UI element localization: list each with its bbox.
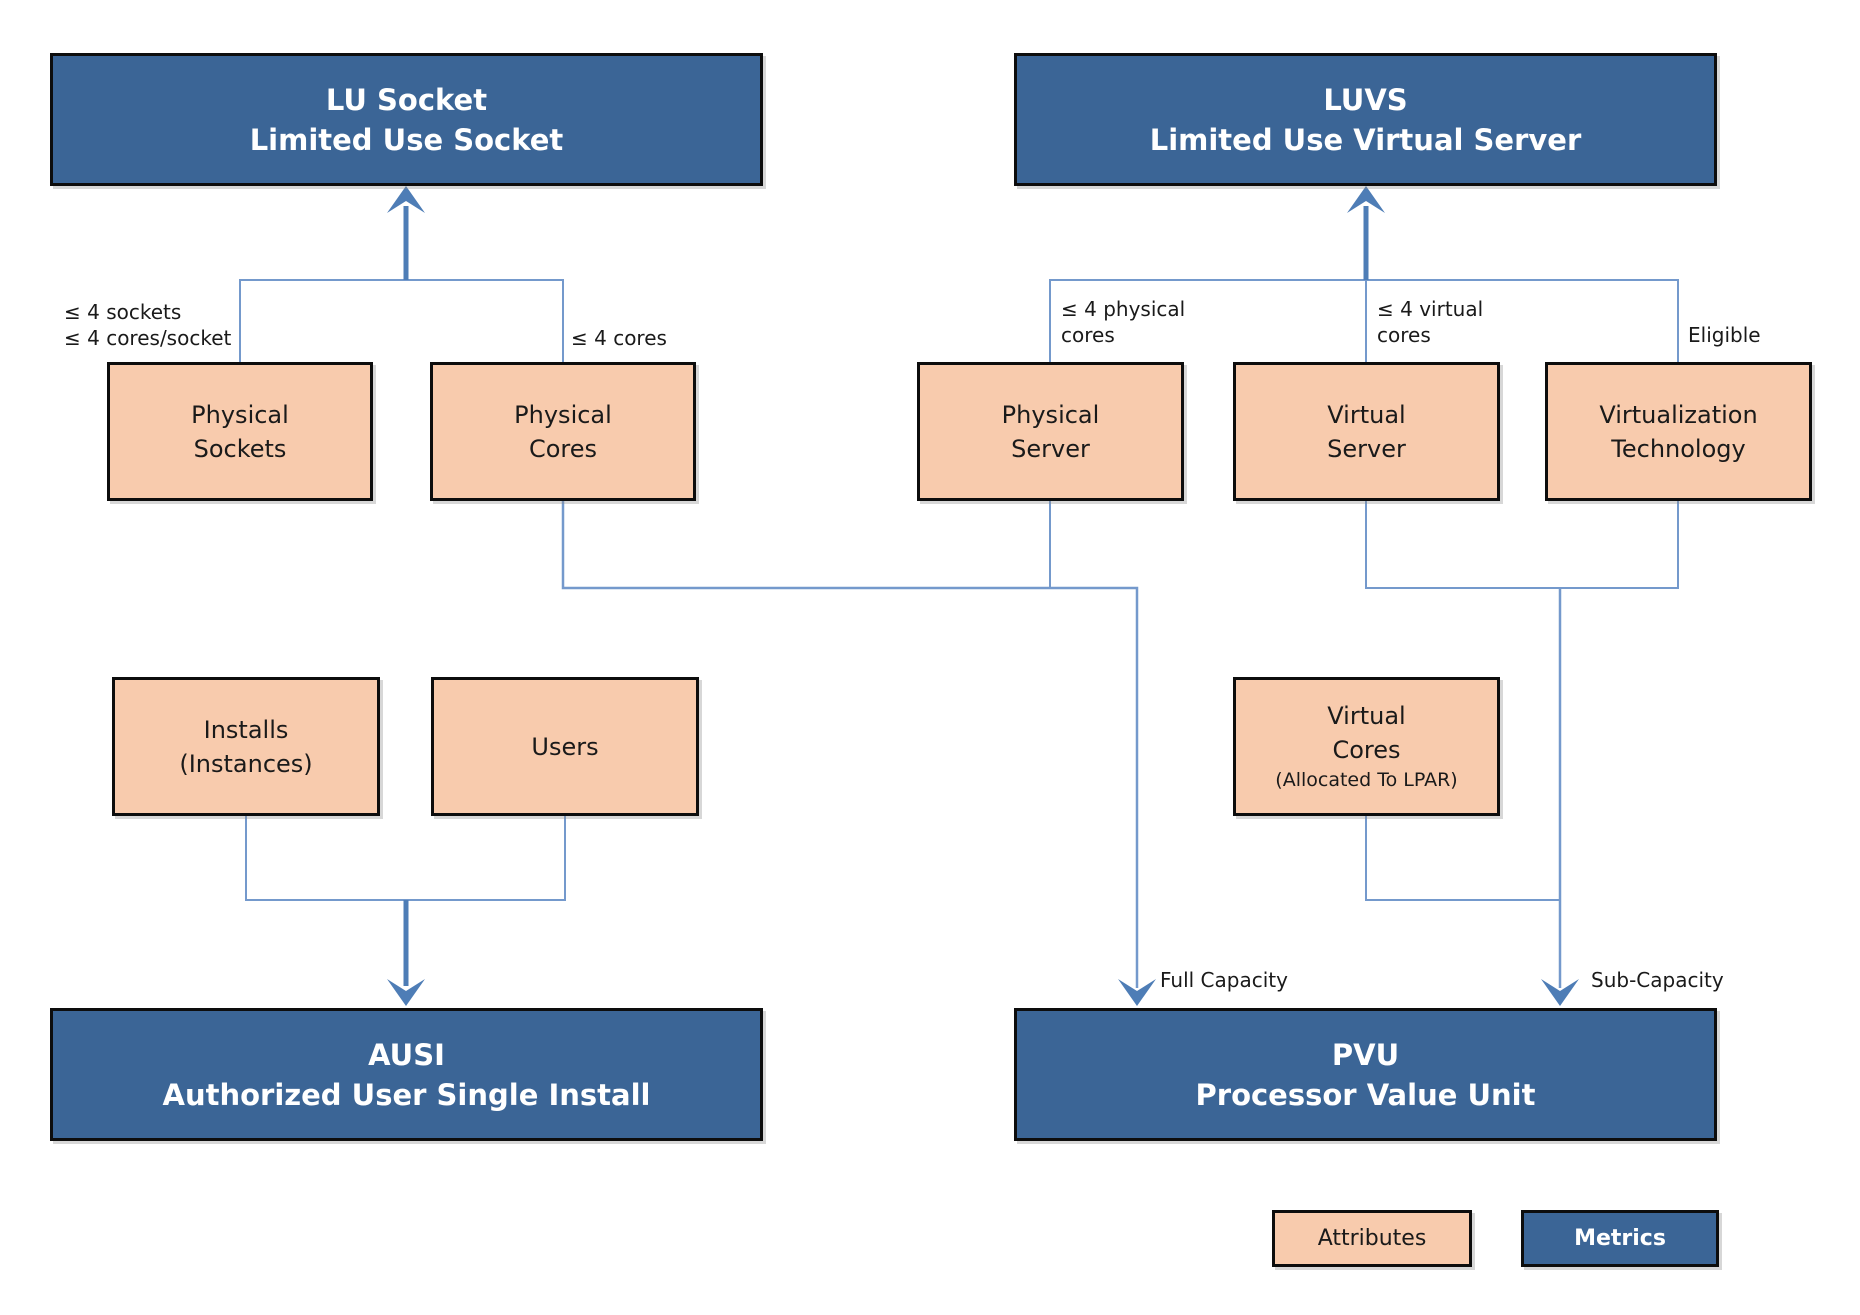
metric-box-luvs-abbr: LUVS: [1323, 82, 1408, 117]
attribute-box-installs: Installs (Instances): [112, 677, 380, 816]
label-cores-limit: ≤ 4 cores: [571, 326, 667, 350]
attribute-box-physical-cores: Physical Cores: [430, 362, 696, 501]
attribute-box-label: Cores: [1332, 736, 1401, 764]
metric-box-lu-socket-name: Limited Use Socket: [249, 122, 564, 157]
attribute-box-label: Cores: [528, 434, 598, 463]
connector-virtual-cores-join: [1365, 816, 1560, 901]
connector-lu-socket-tree: [239, 279, 564, 362]
metric-box-luvs: LUVS Limited Use Virtual Server: [1014, 53, 1717, 186]
legend-metrics: Metrics: [1521, 1210, 1719, 1267]
connector-full-capacity-route: [561, 501, 1139, 988]
connector-ausi-tree: [245, 816, 566, 901]
attribute-box-label: Physical: [1001, 400, 1100, 429]
label-sockets-limit-line1: ≤ 4 sockets: [64, 300, 182, 324]
attribute-box-label: Physical: [514, 400, 612, 429]
attribute-box-sublabel: (Allocated To LPAR): [1275, 769, 1458, 791]
connector-virtualization-tree: [1365, 501, 1679, 589]
metric-box-pvu-name: Processor Value Unit: [1195, 1077, 1536, 1112]
metric-box-pvu: PVU Processor Value Unit: [1014, 1008, 1717, 1141]
label-physical-cores-limit-line2: cores: [1061, 323, 1115, 347]
label-sockets-limit-line2: ≤ 4 cores/socket: [64, 326, 232, 350]
attribute-box-label: Virtual: [1327, 400, 1406, 429]
metric-box-ausi-name: Authorized User Single Install: [162, 1077, 651, 1112]
label-eligible: Eligible: [1688, 323, 1761, 347]
label-virtual-cores-limit: ≤ 4 virtual cores: [1377, 296, 1483, 348]
attribute-box-label: Virtual: [1327, 702, 1406, 730]
arrow-up-luvs-icon: [1347, 186, 1385, 213]
attribute-box-virtual-cores: Virtual Cores (Allocated To LPAR): [1233, 677, 1500, 816]
arrow-down-sub-capacity-icon: [1541, 979, 1579, 1006]
attribute-box-label: Physical: [191, 400, 289, 429]
attribute-box-users: Users: [431, 677, 699, 816]
attribute-box-label: (Instances): [179, 749, 313, 778]
attribute-box-label: Technology: [1611, 434, 1746, 463]
arrow-down-full-capacity-icon: [1118, 979, 1156, 1006]
label-physical-cores-limit: ≤ 4 physical cores: [1061, 296, 1185, 348]
metric-box-ausi-abbr: AUSI: [368, 1037, 445, 1072]
attribute-box-physical-sockets: Physical Sockets: [107, 362, 373, 501]
label-full-capacity: Full Capacity: [1160, 968, 1288, 992]
metric-box-lu-socket-abbr: LU Socket: [325, 82, 488, 117]
attribute-box-virtualization-technology: Virtualization Technology: [1545, 362, 1812, 501]
attribute-box-label: Installs: [203, 715, 289, 744]
arrow-up-lu-socket-icon: [387, 186, 425, 213]
metric-box-ausi: AUSI Authorized User Single Install: [50, 1008, 763, 1141]
attribute-box-label: Server: [1327, 434, 1406, 463]
attribute-box-virtual-server: Virtual Server: [1233, 362, 1500, 501]
attribute-box-label: Users: [531, 732, 599, 761]
attribute-box-label: Sockets: [193, 434, 287, 463]
attribute-box-label: Virtualization: [1599, 400, 1758, 429]
label-sub-capacity: Sub-Capacity: [1591, 968, 1724, 992]
label-virtual-cores-limit-line2: cores: [1377, 323, 1431, 347]
label-virtual-cores-limit-line1: ≤ 4 virtual: [1377, 297, 1484, 321]
metric-box-pvu-abbr: PVU: [1331, 1037, 1400, 1072]
legend-attributes: Attributes: [1272, 1210, 1472, 1267]
metric-box-lu-socket: LU Socket Limited Use Socket: [50, 53, 763, 186]
attribute-box-physical-server: Physical Server: [917, 362, 1184, 501]
label-physical-cores-limit-line1: ≤ 4 physical: [1061, 297, 1186, 321]
attribute-box-label: Server: [1011, 434, 1090, 463]
arrow-down-ausi-icon: [387, 979, 425, 1006]
metric-box-luvs-name: Limited Use Virtual Server: [1149, 122, 1582, 157]
label-sockets-limit: ≤ 4 sockets ≤ 4 cores/socket: [64, 299, 231, 351]
